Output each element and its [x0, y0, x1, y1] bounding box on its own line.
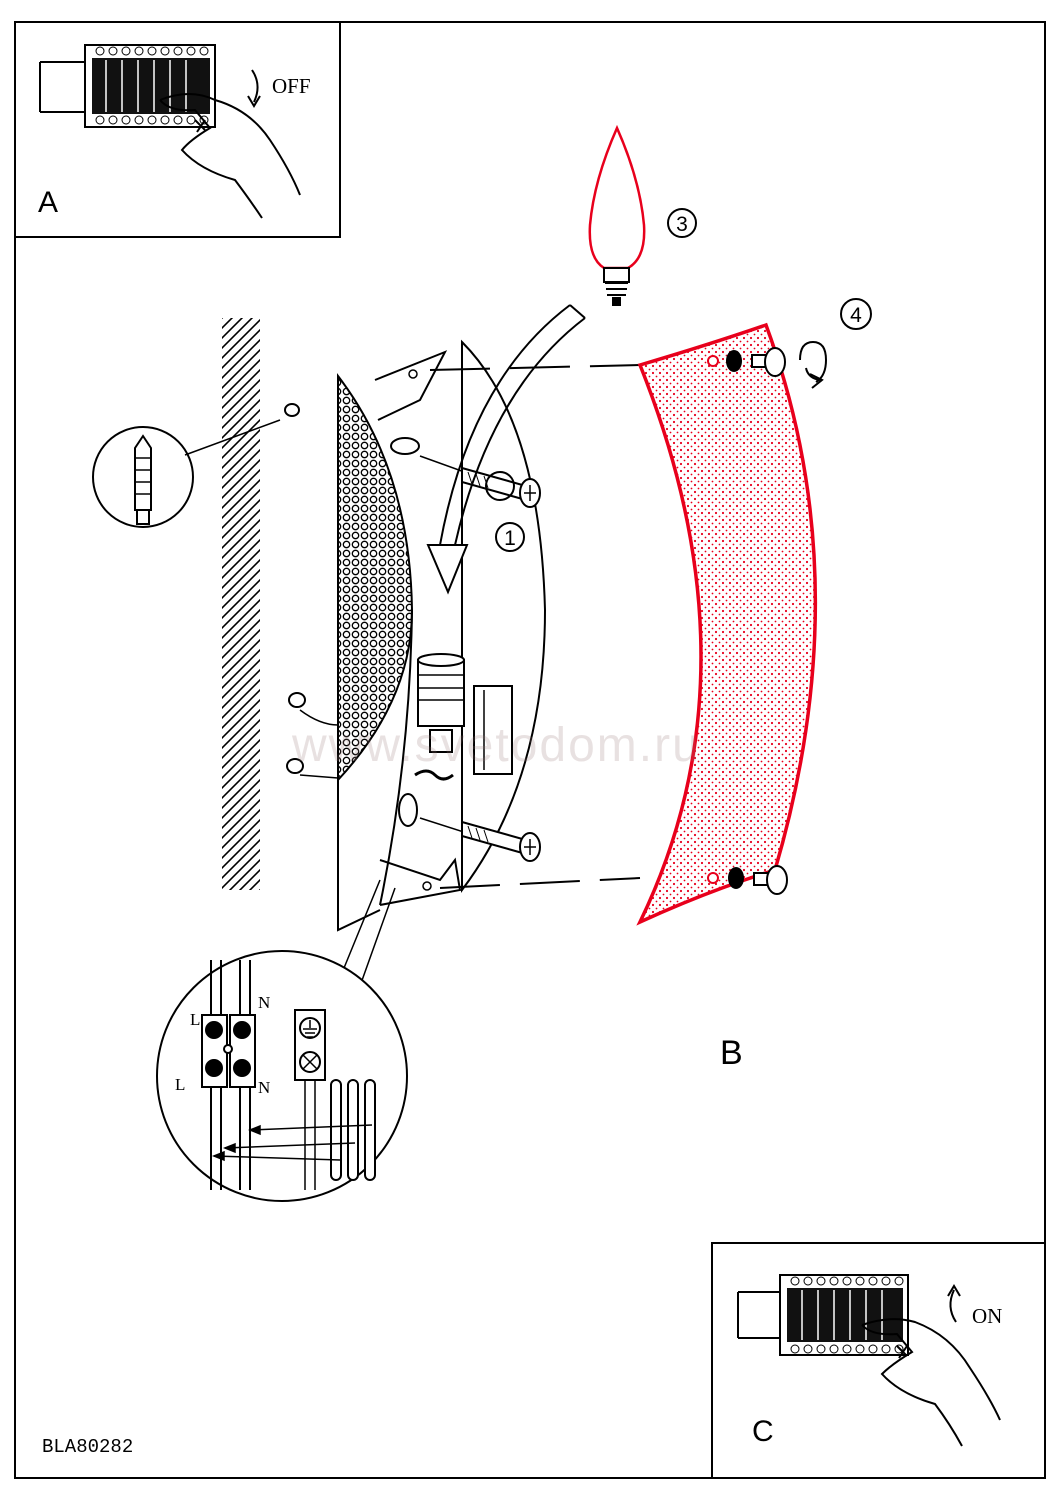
- panel-c-letter: C: [752, 1415, 774, 1448]
- panel-c-switch-on: [711, 1242, 1046, 1479]
- panel-b-letter: B: [720, 1034, 743, 1072]
- watermark: www.svetodom.ru: [292, 719, 701, 772]
- breaker-panel-icon: [737, 1274, 909, 1356]
- wall-plug-icon: [134, 434, 152, 525]
- step-marker-3: 3: [667, 208, 697, 238]
- terminal-block: [201, 1014, 256, 1088]
- breaker-panel-icon: [39, 44, 216, 128]
- rotate-arrow-icon: [949, 1289, 957, 1323]
- glass-shade: [636, 322, 818, 926]
- step-marker-4-number: 4: [850, 304, 862, 327]
- wiring-label-l-bottom: L: [175, 1075, 185, 1094]
- panel-a-letter: A: [38, 186, 59, 219]
- shade-fixing-bottom: [728, 865, 788, 895]
- screw-icon: [419, 455, 541, 508]
- shade-fixing-top: [726, 347, 786, 377]
- ground-symbol-icon: [299, 1017, 321, 1039]
- hand-icon: [861, 1318, 1001, 1447]
- panel-a-switch-off: [14, 21, 341, 238]
- wiring-callout: L L N N: [156, 879, 408, 1202]
- page-border: [14, 21, 1046, 1479]
- wiring-label-n-bottom: N: [258, 1078, 270, 1097]
- rotate-arrow-icon: [799, 340, 828, 389]
- panel-c-switch-label: ON: [972, 1304, 1003, 1328]
- rotate-arrow-icon: [251, 69, 259, 103]
- step-marker-4: 4: [840, 298, 872, 330]
- wall-hatching: [222, 318, 260, 890]
- panel-a-switch-label: OFF: [272, 74, 311, 98]
- guide-line-top: [429, 364, 641, 371]
- light-bulb-icon: [588, 124, 646, 306]
- hand-icon: [159, 93, 301, 219]
- ground-terminal: [294, 1009, 326, 1190]
- screw-icon: [419, 817, 541, 862]
- product-code: BLA80282: [42, 1436, 134, 1458]
- wiring-label-l-top: L: [190, 1010, 200, 1029]
- guide-line-bottom: [439, 877, 641, 889]
- lamp-holder: [417, 653, 465, 753]
- step-marker-3-number: 3: [676, 213, 688, 236]
- wall-plug-callout: [92, 403, 300, 528]
- step-marker-1-number: 1: [504, 527, 516, 550]
- junction-box: [473, 685, 513, 775]
- step-marker-1: 1: [495, 522, 525, 552]
- install-arrow: [439, 304, 586, 546]
- wiring-label-n-top: N: [258, 993, 270, 1012]
